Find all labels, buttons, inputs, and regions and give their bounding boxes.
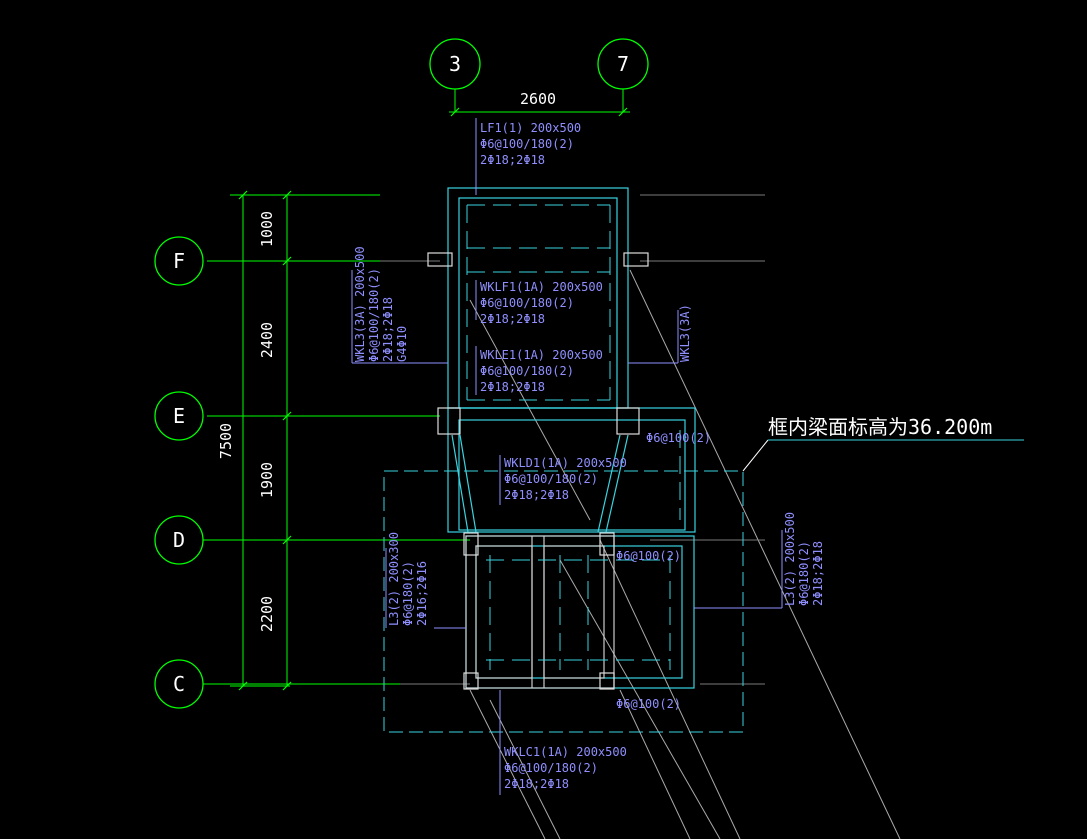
diagonal-hatch-lines	[469, 269, 901, 839]
svg-text:2Φ18;2Φ18: 2Φ18;2Φ18	[504, 777, 569, 791]
dimension-2200: 2200	[258, 596, 276, 632]
svg-text:WKLC1(1A) 200x500: WKLC1(1A) 200x500	[504, 745, 627, 759]
elevation-note: 框内梁面标高为36.200m	[742, 415, 1024, 472]
elevation-note-text: 框内梁面标高为36.200m	[768, 415, 992, 439]
dimension-1000: 1000	[258, 211, 276, 247]
svg-text:WKL3(3A): WKL3(3A)	[678, 304, 692, 362]
beam-leaders	[351, 118, 783, 795]
svg-text:2Φ18;2Φ18: 2Φ18;2Φ18	[504, 488, 569, 502]
stirrup-label-e: Φ6@100(2)	[646, 431, 711, 445]
axis-label-F: F	[173, 249, 185, 273]
beam-label-wkle1: WKLE1(1A) 200x500 Φ6@100/180(2) 2Φ18;2Φ1…	[480, 348, 603, 394]
top-dimension: 2600	[449, 90, 630, 117]
svg-text:2Φ18;2Φ18: 2Φ18;2Φ18	[480, 380, 545, 394]
axis-label-D: D	[173, 528, 185, 552]
svg-text:2Φ18;2Φ18: 2Φ18;2Φ18	[480, 312, 545, 326]
beam-label-wkl3-right: WKL3(3A)	[678, 304, 692, 362]
axis-bubble-F: F	[154, 236, 204, 286]
dimension-7500: 7500	[217, 423, 235, 459]
svg-text:2Φ18;2Φ18: 2Φ18;2Φ18	[480, 153, 545, 167]
svg-text:2Φ16;2Φ16: 2Φ16;2Φ16	[415, 561, 429, 626]
svg-text:WKLE1(1A) 200x500: WKLE1(1A) 200x500	[480, 348, 603, 362]
dimension-2600: 2600	[520, 90, 556, 108]
svg-text:G4Φ10: G4Φ10	[395, 326, 409, 362]
left-dimension-ticks	[238, 190, 292, 691]
axis-label-7: 7	[617, 52, 629, 76]
axis-bubble-E: E	[154, 391, 204, 441]
lower-beam-walls	[465, 535, 615, 689]
svg-text:LF1(1) 200x500: LF1(1) 200x500	[480, 121, 581, 135]
beam-label-l3-right: L3(2) 200x500 Φ6@180(2) 2Φ18;2Φ18	[783, 512, 825, 606]
svg-text:Φ6@180(2): Φ6@180(2)	[401, 561, 415, 626]
dimension-2400: 2400	[258, 322, 276, 358]
svg-text:2Φ18;2Φ18: 2Φ18;2Φ18	[381, 297, 395, 362]
beam-label-wkld1: WKLD1(1A) 200x500 Φ6@100/180(2) 2Φ18;2Φ1…	[504, 456, 627, 502]
grid-extensions	[380, 194, 765, 685]
svg-text:WKL3(3A) 200x500: WKL3(3A) 200x500	[353, 246, 367, 362]
stirrup-label-d: Φ6@100(2)	[616, 549, 681, 563]
svg-text:WKLD1(1A) 200x500: WKLD1(1A) 200x500	[504, 456, 627, 470]
svg-text:Φ6@100/180(2): Φ6@100/180(2)	[504, 761, 598, 775]
axis-bubble-7: 7	[597, 38, 649, 90]
axis-bubble-3: 3	[429, 38, 481, 90]
beam-label-wklc1: WKLC1(1A) 200x500 Φ6@100/180(2) 2Φ18;2Φ1…	[504, 745, 627, 791]
svg-text:Φ6@100/180(2): Φ6@100/180(2)	[367, 268, 381, 362]
svg-text:L3(2) 200x300: L3(2) 200x300	[387, 532, 401, 626]
svg-text:Φ6@100/180(2): Φ6@100/180(2)	[504, 472, 598, 486]
dimension-1900: 1900	[258, 462, 276, 498]
frame-boundary	[383, 470, 744, 733]
axis-bubble-C: C	[154, 659, 204, 709]
svg-text:Φ6@180(2): Φ6@180(2)	[797, 541, 811, 606]
beam-label-l3-left: L3(2) 200x300 Φ6@180(2) 2Φ16;2Φ16	[387, 532, 429, 626]
svg-text:L3(2) 200x500: L3(2) 200x500	[783, 512, 797, 606]
svg-text:Φ6@100/180(2): Φ6@100/180(2)	[480, 137, 574, 151]
svg-text:Φ6@100/180(2): Φ6@100/180(2)	[480, 296, 574, 310]
beam-label-wkl3-left: WKL3(3A) 200x500 Φ6@100/180(2) 2Φ18;2Φ18…	[353, 246, 409, 362]
stirrup-label-c: Φ6@100(2)	[616, 697, 681, 711]
axis-label-E: E	[173, 404, 185, 428]
axis-label-3: 3	[449, 52, 461, 76]
axis-label-C: C	[173, 672, 185, 696]
hidden-lines	[466, 204, 681, 670]
axis-bubble-D: D	[154, 515, 204, 565]
svg-text:Φ6@100/180(2): Φ6@100/180(2)	[480, 364, 574, 378]
beam-label-lf1: LF1(1) 200x500 Φ6@100/180(2) 2Φ18;2Φ18	[480, 121, 581, 167]
columns	[427, 252, 649, 690]
svg-text:WKLF1(1A) 200x500: WKLF1(1A) 200x500	[480, 280, 603, 294]
beam-label-wklf1: WKLF1(1A) 200x500 Φ6@100/180(2) 2Φ18;2Φ1…	[480, 280, 603, 326]
svg-text:2Φ18;2Φ18: 2Φ18;2Φ18	[811, 541, 825, 606]
